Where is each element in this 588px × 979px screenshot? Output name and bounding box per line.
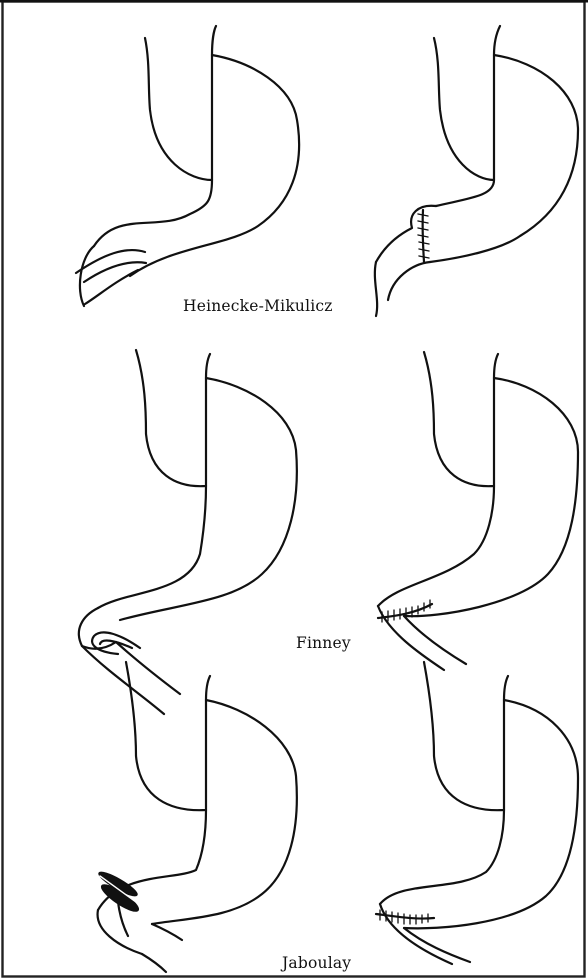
esophagus-outline xyxy=(424,352,498,486)
duodenum-inner xyxy=(404,616,466,664)
greater-curvature xyxy=(130,55,299,276)
duodenum-inner xyxy=(388,262,430,300)
duodenum-outer xyxy=(380,904,452,964)
greater-curvature xyxy=(404,700,578,928)
caption-heinecke-mikulicz: Heinecke-Mikulicz xyxy=(183,297,333,315)
esophagus-outline xyxy=(434,26,500,180)
stomach-finney-closure xyxy=(378,352,578,670)
esophagus-outline xyxy=(136,350,210,486)
lesser-curvature xyxy=(380,810,504,904)
caption-finney: Finney xyxy=(296,634,351,652)
stomach-heinecke-incision xyxy=(76,26,299,306)
esophagus-outline xyxy=(424,662,508,810)
duodenum-outer xyxy=(142,954,166,972)
duodenum-upper xyxy=(85,270,138,304)
duodenum-inner xyxy=(152,924,182,940)
lesser-curvature xyxy=(94,180,212,246)
greater-curvature xyxy=(152,700,297,924)
stomach-heinecke-closure xyxy=(375,26,578,316)
lesser-curvature xyxy=(98,486,206,608)
duodenum-inner xyxy=(116,642,180,694)
pyloric-bulge xyxy=(376,206,436,262)
lesser-curvature xyxy=(378,486,494,606)
esophagus-outline xyxy=(145,26,216,180)
pylorus-outline xyxy=(79,608,116,649)
greater-curvature xyxy=(404,378,578,616)
stomach-jaboulay-closure xyxy=(376,662,578,964)
stomach-finney-incision xyxy=(79,350,297,714)
greater-curvature xyxy=(430,55,578,262)
lesser-curvature xyxy=(436,180,494,206)
stomach-jaboulay-incision xyxy=(98,662,297,972)
duodenum-outline xyxy=(375,262,377,316)
caption-jaboulay: Jaboulay xyxy=(280,954,351,972)
duodenum-outer xyxy=(82,646,164,714)
